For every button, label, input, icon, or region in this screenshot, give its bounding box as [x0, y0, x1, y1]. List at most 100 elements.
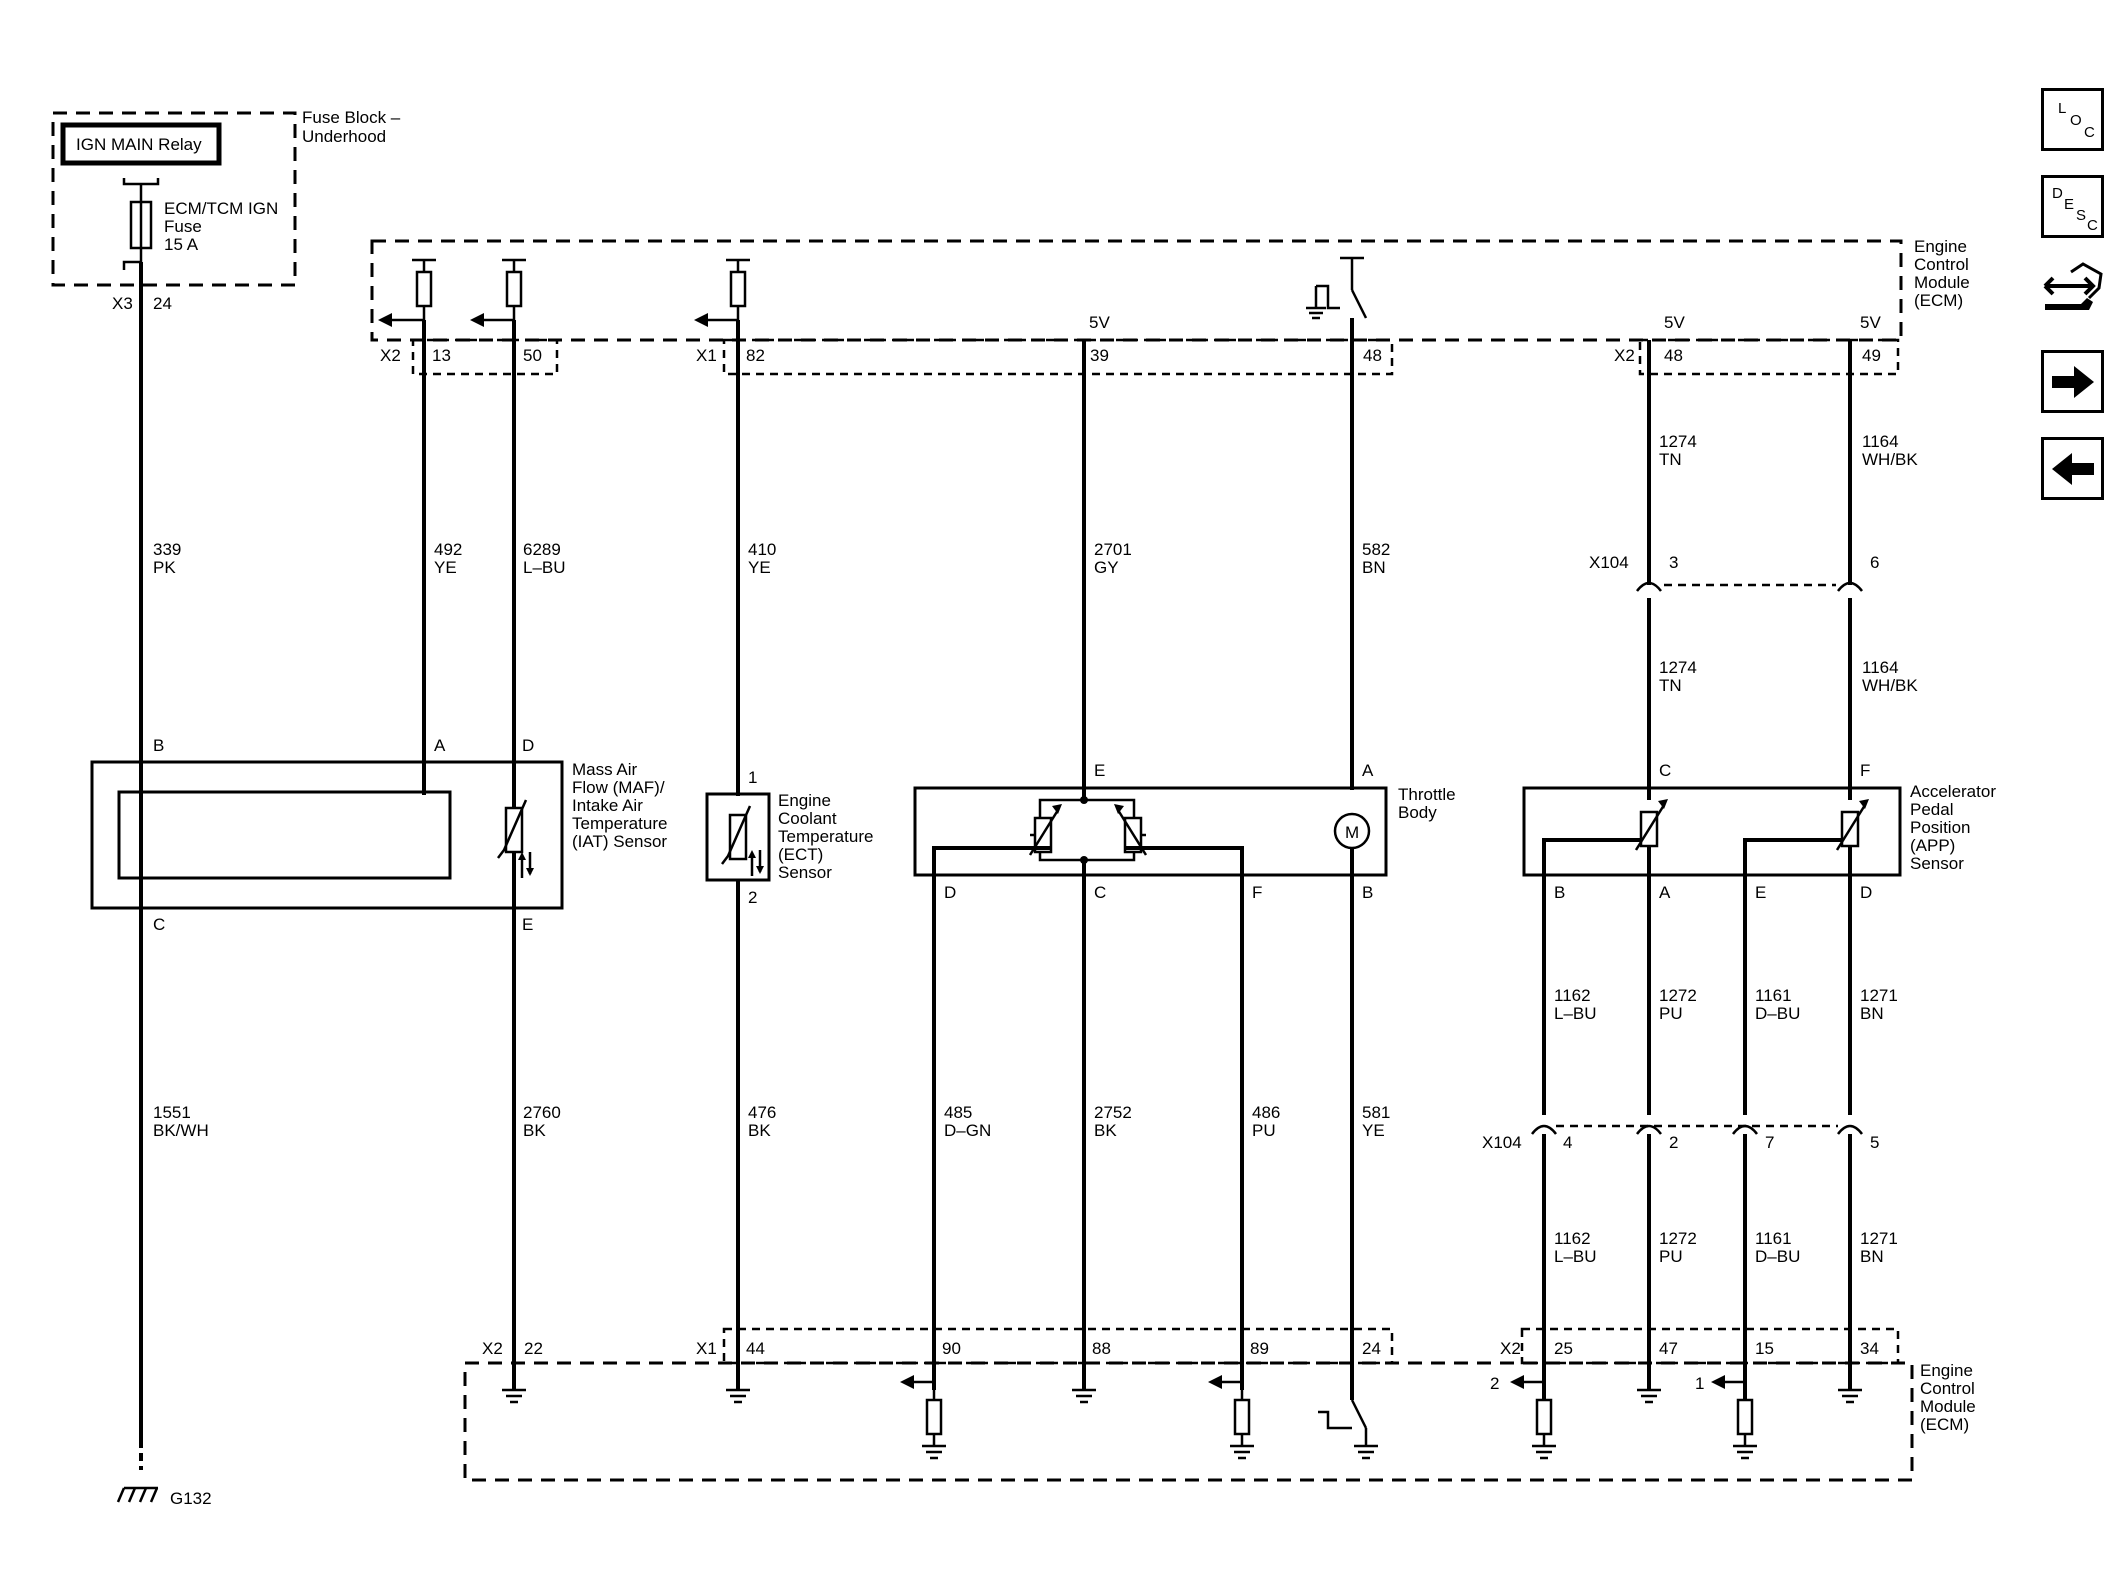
- ect-pin-2: 2: [748, 888, 757, 907]
- wire-2701-color: GY: [1094, 558, 1119, 577]
- wire-2752-color: BK: [1094, 1121, 1117, 1140]
- ect-name-4: (ECT): [778, 845, 823, 864]
- ecm-bottom-connector-x1: X1: [696, 1339, 717, 1358]
- loc-letter-c: C: [2084, 124, 2095, 141]
- ecm-bottom-pin-25: 25: [1554, 1339, 1573, 1358]
- wire-476-color: BK: [748, 1121, 771, 1140]
- loc-button[interactable]: L O C: [2041, 88, 2104, 151]
- desc-letter-e: E: [2064, 196, 2075, 213]
- app-name-2: Pedal: [1910, 800, 1953, 819]
- fuse-block-underhood: Fuse Block – Underhood IGN MAIN Relay EC…: [51, 108, 401, 313]
- wire-339-number: 339: [153, 540, 181, 559]
- ecm-bottom-label-3: Module: [1920, 1397, 1976, 1416]
- x104-inline-connector-lower: X104 4 2 7 5: [1482, 1124, 1879, 1400]
- ecm-bottom-pin-24: 24: [1362, 1339, 1381, 1358]
- fuse-icon: [122, 178, 160, 270]
- fuse-connector-pin-24: 24: [153, 294, 172, 313]
- app-pin-a: A: [1659, 883, 1671, 902]
- service-tool-icon[interactable]: [2041, 258, 2104, 321]
- wires-upper: [139, 262, 1852, 1440]
- wire-1271-color-a: BN: [1860, 1004, 1884, 1023]
- ecm-ground-88-icon: [1072, 1388, 1096, 1404]
- maf-pin-e: E: [522, 915, 533, 934]
- maf-name-5: (IAT) Sensor: [572, 832, 667, 851]
- wire-1161-color-b: D–BU: [1755, 1247, 1800, 1266]
- maf-name-1: Mass Air: [572, 760, 638, 779]
- ecm-top-pin-82: 82: [746, 346, 765, 365]
- ecm-pulldown-resistor-89: [1208, 1375, 1254, 1460]
- ecm-pulldown-resistor-25: [1510, 1375, 1556, 1460]
- ect-name-3: Temperature: [778, 827, 873, 846]
- ecm-top-label-3: Module: [1914, 273, 1970, 292]
- wire-1164-number-b: 1164: [1862, 658, 1899, 677]
- ign-main-relay-box: [60, 122, 222, 166]
- ect-name-1: Engine: [778, 791, 831, 810]
- wire-1272-color-b: PU: [1659, 1247, 1683, 1266]
- wire-1162-color-a: L–BU: [1554, 1004, 1597, 1023]
- ecm-bottom-pin-34: 34: [1860, 1339, 1879, 1358]
- app-pin-b: B: [1554, 883, 1565, 902]
- ecm-top-pin-39: 39: [1090, 346, 1109, 365]
- throttle-pin-d: D: [944, 883, 956, 902]
- ecm-bottom-ref-1: 1: [1695, 1374, 1704, 1393]
- ecm-ground-47-icon: [1637, 1388, 1661, 1404]
- x104-lower-pin-2: 2: [1669, 1133, 1678, 1152]
- wire-410-number: 410: [748, 540, 776, 559]
- ecm-top-connector-x2b: X2: [1614, 346, 1635, 365]
- ecm-top-connector-x1: X1: [696, 346, 717, 365]
- ecm-top-pin-50: 50: [523, 346, 542, 365]
- wire-582-number: 582: [1362, 540, 1390, 559]
- wire-339-color: PK: [153, 558, 176, 577]
- throttle-pin-e: E: [1094, 761, 1105, 780]
- ecm-bottom-connector-x2: X2: [482, 1339, 503, 1358]
- desc-letter-c: C: [2087, 217, 2098, 234]
- wire-6289-number: 6289: [523, 540, 561, 559]
- app-pin-e: E: [1755, 883, 1766, 902]
- wire-1551-number: 1551: [153, 1103, 191, 1122]
- wire-1271-color-b: BN: [1860, 1247, 1884, 1266]
- wire-2752-number: 2752: [1094, 1103, 1132, 1122]
- ecm-pullup-resistor-50: [470, 258, 526, 327]
- wire-582-color: BN: [1362, 558, 1386, 577]
- wire-2701-number: 2701: [1094, 540, 1132, 559]
- ground-g132: G132: [116, 1440, 212, 1508]
- wire-1272-number-b: 1272: [1659, 1229, 1697, 1248]
- ecm-pullup-resistor-13: [378, 258, 436, 327]
- x104-lower-pin-4: 4: [1563, 1133, 1572, 1152]
- ecm-bottom-connector-x2b: X2: [1500, 1339, 1521, 1358]
- ecm-pulldown-resistor-15: [1711, 1375, 1757, 1460]
- left-arrow-icon: [2044, 440, 2101, 497]
- ecm-5v-ref-b: 5V: [1664, 313, 1685, 332]
- ecm-5v-ref-a: 5V: [1089, 313, 1110, 332]
- fuse-block-subtitle: Underhood: [302, 127, 386, 146]
- fuse-name-line2: Fuse: [164, 217, 202, 236]
- wire-1274-color-b: TN: [1659, 676, 1682, 695]
- previous-page-button[interactable]: [2041, 437, 2104, 500]
- desc-letter-s: S: [2076, 207, 2087, 224]
- maf-name-2: Flow (MAF)/: [572, 778, 665, 797]
- wire-2760-number: 2760: [523, 1103, 561, 1122]
- fuse-connector-x3: X3: [112, 294, 133, 313]
- ecm-top-label-2: Control: [1914, 255, 1969, 274]
- ect-thermistor-icon: [721, 805, 764, 876]
- ecm-bottom-label-2: Control: [1920, 1379, 1975, 1398]
- ecm-top-label-1: Engine: [1914, 237, 1967, 256]
- ecm-top-pin-49: 49: [1862, 346, 1881, 365]
- wire-1274-number-a: 1274: [1659, 432, 1697, 451]
- x104-lower-label: X104: [1482, 1133, 1522, 1152]
- app-name-1: Accelerator: [1910, 782, 1996, 801]
- next-page-button[interactable]: [2041, 350, 2104, 413]
- wire-labels-upper: 339 PK 492 YE 6289 L–BU 410 YE 2701 GY 5…: [153, 432, 1918, 695]
- wire-6289-color: L–BU: [523, 558, 566, 577]
- maf-pin-c: C: [153, 915, 165, 934]
- wire-486-number: 486: [1252, 1103, 1280, 1122]
- wire-1164-color-b: WH/BK: [1862, 676, 1918, 695]
- wire-1162-color-b: L–BU: [1554, 1247, 1597, 1266]
- iat-thermistor-icon: [497, 799, 534, 878]
- wire-485-color: D–GN: [944, 1121, 991, 1140]
- desc-button[interactable]: D E S C: [2041, 175, 2104, 238]
- maf-pin-b: B: [153, 736, 164, 755]
- throttle-name-2: Body: [1398, 803, 1437, 822]
- maf-name-4: Temperature: [572, 814, 667, 833]
